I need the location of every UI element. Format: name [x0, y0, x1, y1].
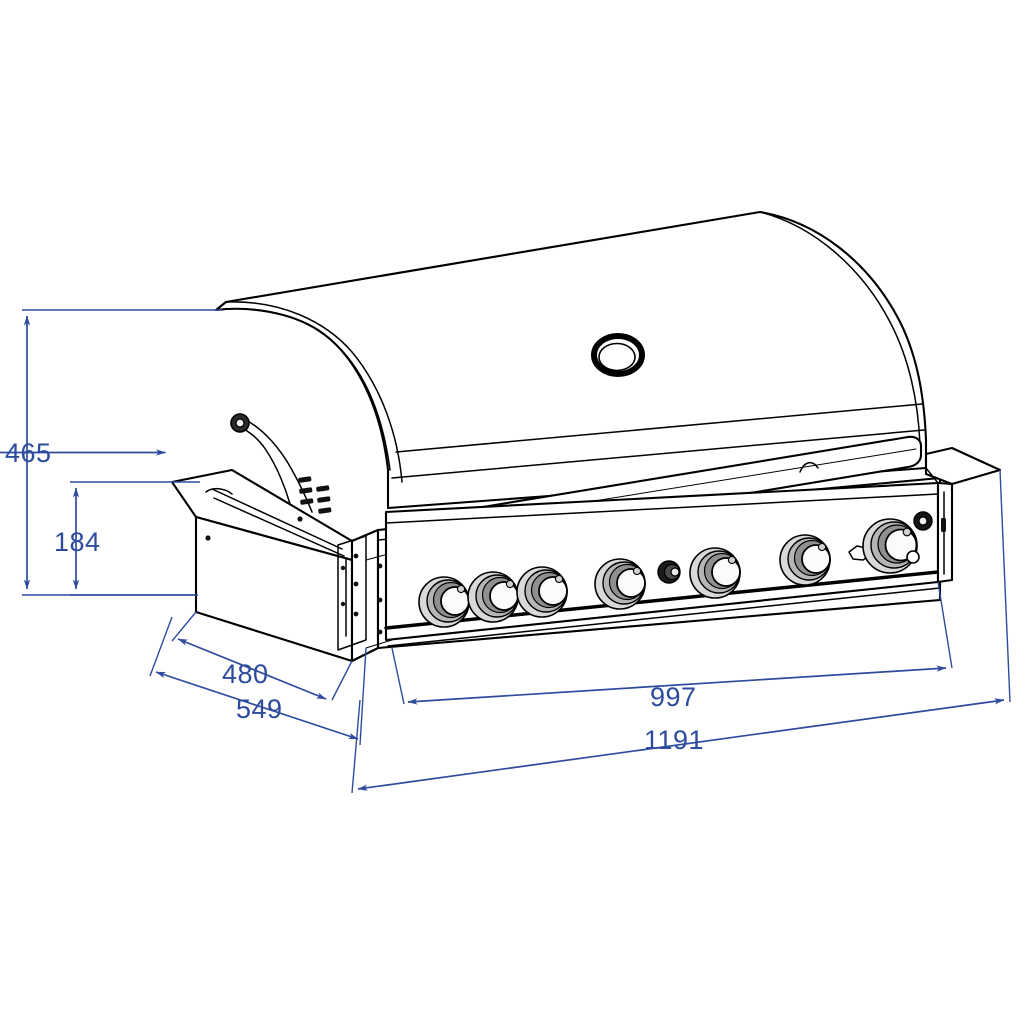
- burner-knob-3[interactable]: [516, 566, 568, 618]
- lid-hinge-pivot-icon: [230, 413, 250, 433]
- dimension-label-1191: 1191: [644, 725, 704, 755]
- burner-knob-2[interactable]: [467, 571, 519, 623]
- dimension-overall-depth: 549: [149, 616, 367, 746]
- ignition-button-1[interactable]: [657, 560, 681, 584]
- grill-assembly: [170, 210, 1002, 663]
- dimension-label-465: 465: [5, 438, 52, 468]
- dimension-label-480: 480: [222, 659, 269, 689]
- dimension-label-549: 549: [236, 694, 283, 724]
- burner-knob-4[interactable]: [594, 558, 646, 610]
- dimension-label-997: 997: [650, 682, 697, 712]
- lid-hood: [214, 210, 928, 513]
- right-side-panel: [924, 446, 1002, 584]
- burner-knob-6[interactable]: [779, 534, 831, 586]
- side-vent-slots: [298, 476, 332, 514]
- control-knobs: [418, 511, 933, 628]
- burner-knob-5[interactable]: [689, 547, 741, 599]
- dimension-overall-height: 465: [0, 309, 222, 596]
- dimension-overall-width: 1191: [351, 469, 1011, 794]
- dimension-annotations: 465 184 480 549: [0, 309, 1011, 794]
- dimension-shelf-height: 184: [54, 481, 200, 596]
- dimension-label-184: 184: [54, 527, 101, 557]
- burner-knob-1[interactable]: [418, 576, 470, 628]
- thermometer-ring-icon: [591, 333, 645, 377]
- burner-knob-7[interactable]: [862, 518, 920, 574]
- ignition-button-2[interactable]: [913, 511, 933, 531]
